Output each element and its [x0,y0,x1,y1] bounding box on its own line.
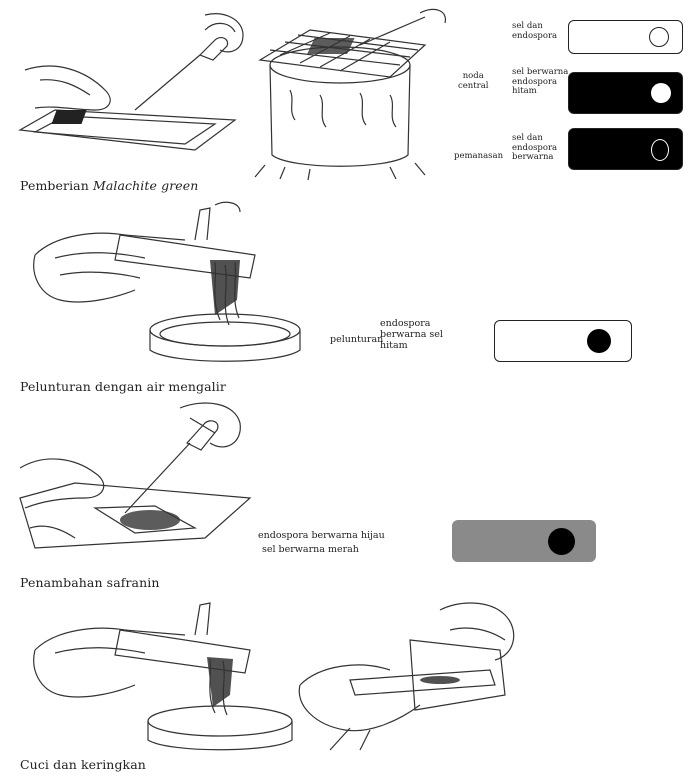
cell-box-3 [568,128,683,170]
step-3-desc-line-2: sel berwarna merah [262,544,359,555]
caption-step-4: Cuci dan keringkan [20,757,146,772]
endospore-dot [587,329,611,353]
adding-safranin-illustration [15,398,255,568]
legend-row-3-desc: sel dan endospora berwarna [512,134,557,163]
dropper-on-slide-illustration [15,10,245,180]
legend-row-1-desc: sel dan endospora [512,22,557,41]
rinse-again-illustration [25,595,285,755]
caption-step-2: Pelunturan dengan air mengalir [20,379,226,394]
cell-box-5 [452,520,596,562]
caption-step-1-emph: Malachite green [93,178,198,193]
legend-row-2-group: noda central [458,72,489,91]
cell-box-4 [494,320,632,362]
caption-step-3: Penambahan safranin [20,575,160,590]
step-3-desc-line-1: endospora berwarna hijau [258,530,385,541]
endospore-dot [649,27,669,47]
legend-row-2-desc: sel berwarna endospora hitam [512,68,568,97]
endospore-dot [548,528,575,555]
blotting-dry-illustration [290,600,530,750]
heating-over-beaker-illustration [250,5,450,180]
step-2-label: pelunturan [330,334,383,345]
rinsing-slide-illustration [25,200,315,375]
endospore-dot [651,139,669,161]
caption-step-1: Pemberian Malachite green [20,178,198,193]
cell-box-2 [568,72,683,114]
cell-box-1 [568,20,683,54]
step-2-desc: endospora berwarna sel hitam [380,318,443,351]
legend-row-3-group: pemanasan [454,152,503,162]
endospore-dot [651,83,671,103]
caption-step-1-text: Pemberian [20,178,93,193]
